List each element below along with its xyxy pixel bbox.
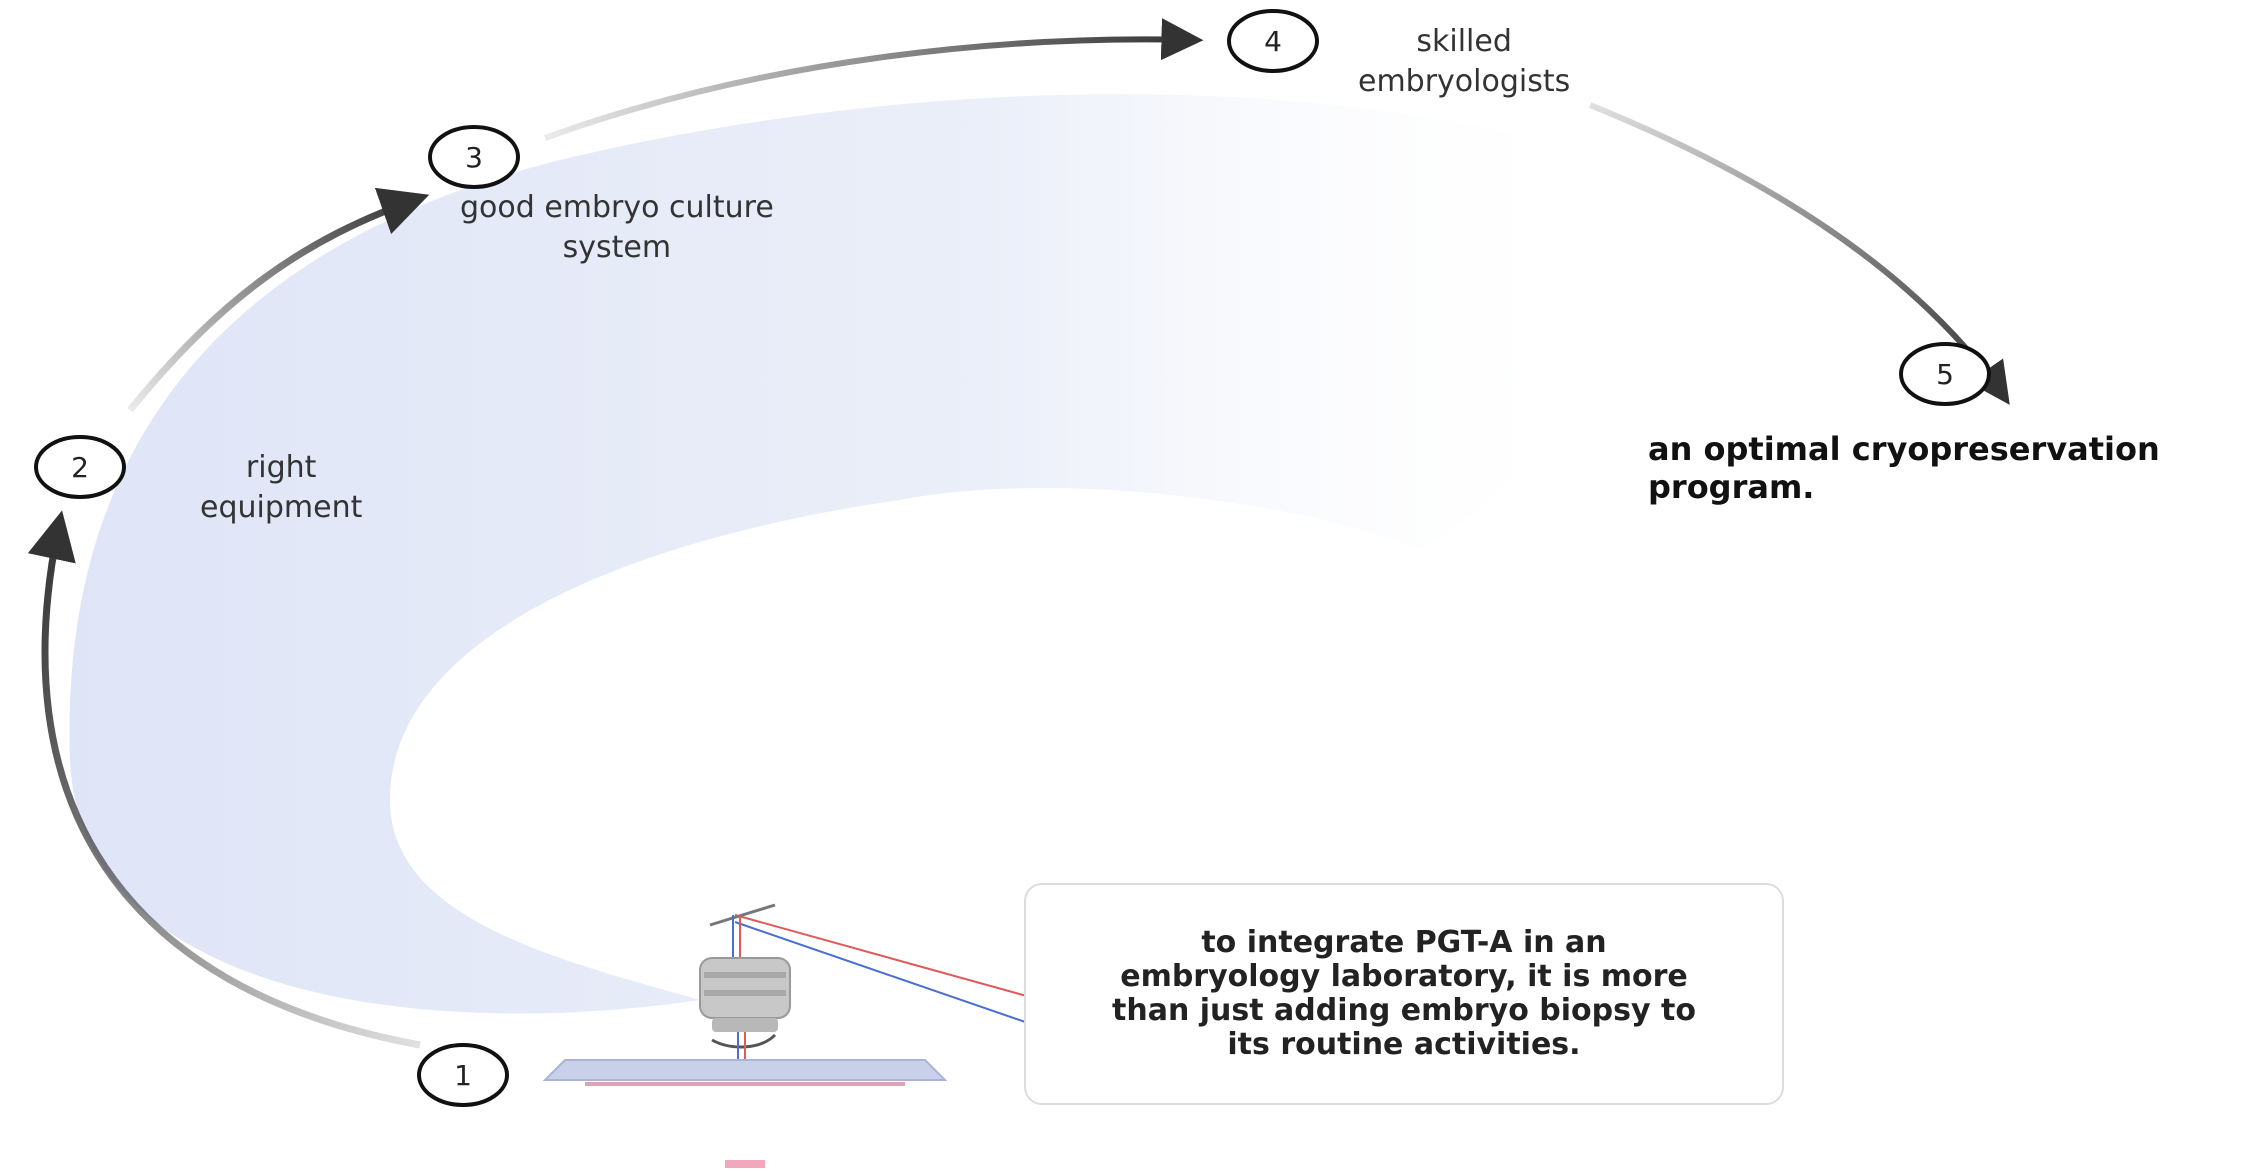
step-4-marker: 4: [1227, 9, 1319, 73]
step-3-marker: 3: [428, 125, 520, 189]
arrow-3-to-4: [543, 18, 1204, 141]
step-2-marker: 2: [34, 435, 126, 499]
arrow-1-to-2: [27, 510, 421, 1049]
step-4-label: skilled embryologists: [1358, 24, 1571, 99]
step-3-number: 3: [465, 141, 483, 174]
step-5-number: 5: [1936, 358, 1954, 391]
arrow-2-to-3: [127, 187, 430, 413]
step-1-marker: 1: [417, 1043, 509, 1107]
step-4-number: 4: [1264, 25, 1282, 58]
step-1-number: 1: [454, 1059, 472, 1092]
step-5-label: an optimal cryopreservation program.: [1648, 430, 2160, 506]
step-3-label: good embryo culture system: [460, 190, 774, 265]
note-box: to integrate PGT-A in an embryology labo…: [1024, 883, 1784, 1105]
note-text: to integrate PGT-A in an embryology labo…: [1112, 925, 1696, 1062]
step-5-marker: 5: [1899, 342, 1991, 406]
microscope-icon: [542, 903, 1096, 1168]
step-2-number: 2: [71, 451, 89, 484]
background-band: [69, 94, 1611, 1014]
step-2-label: right equipment: [200, 450, 363, 525]
